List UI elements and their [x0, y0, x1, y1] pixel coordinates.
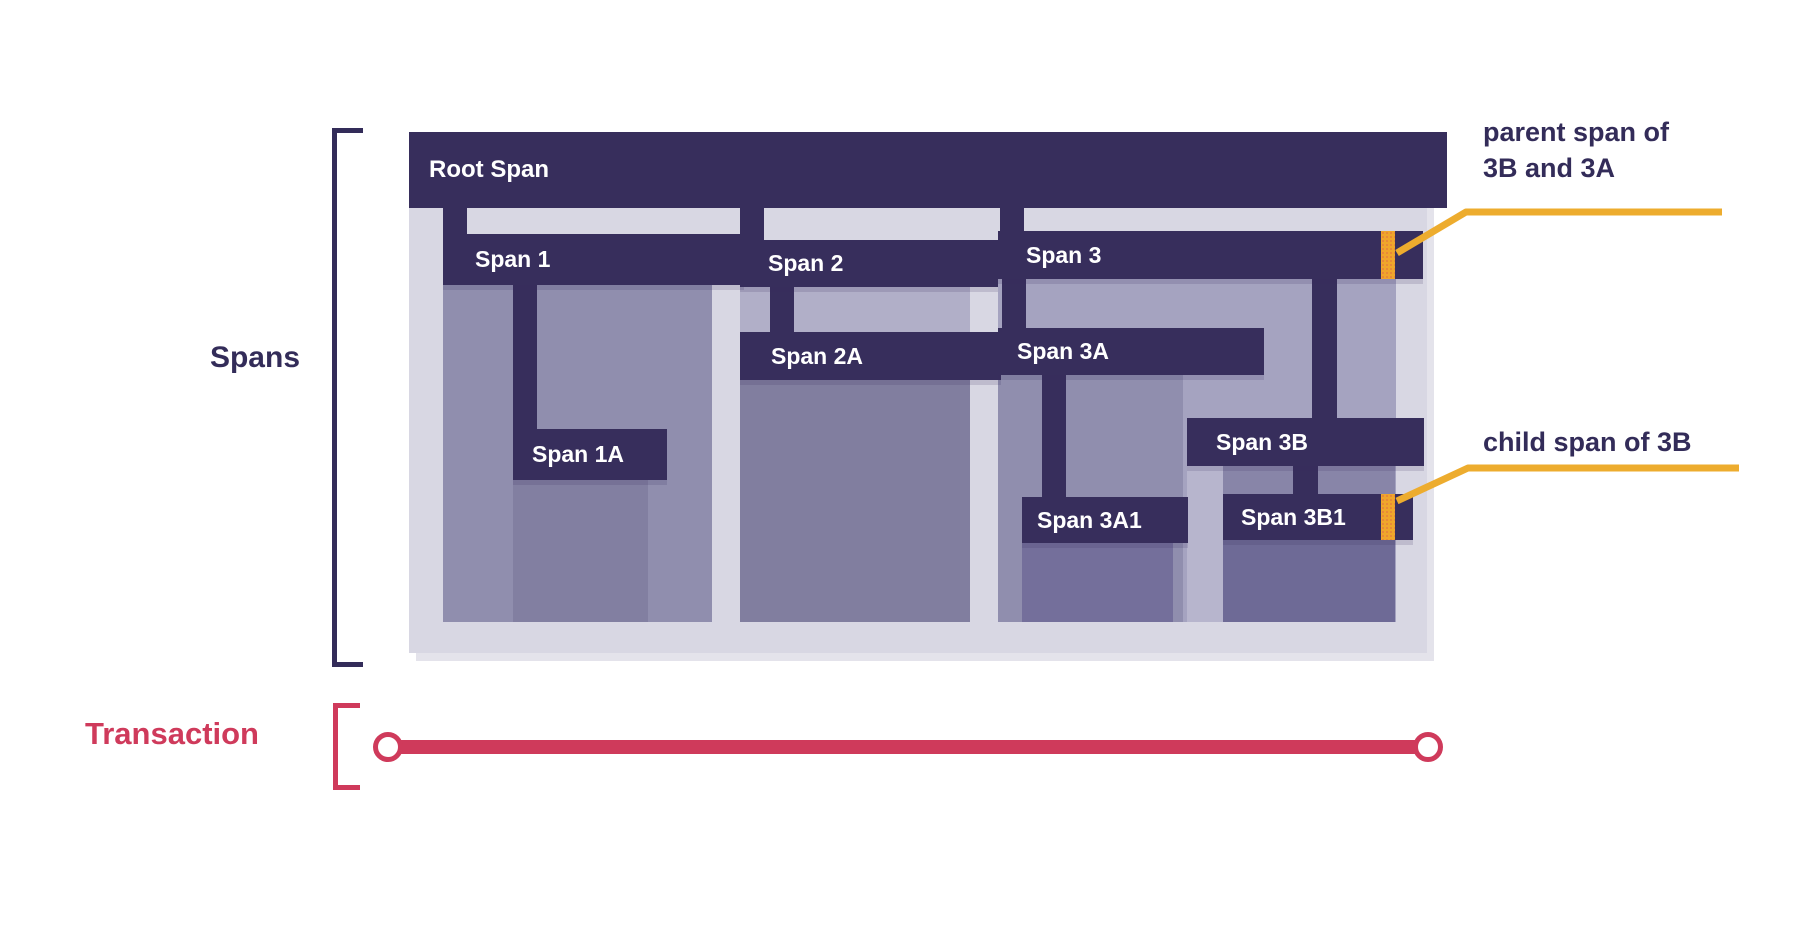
- leader-line-child: [1395, 464, 1739, 505]
- parent-span-highlight-marker: [1381, 231, 1395, 279]
- connector-span1-to-span1a: [513, 285, 537, 431]
- root-span-bar: Root Span: [409, 132, 1447, 208]
- transaction-bracket: [333, 703, 360, 790]
- leader-line-parent: [1395, 208, 1722, 257]
- annotation-child-text: child span of 3B: [1483, 427, 1692, 457]
- connector-root-to-span1: [443, 208, 467, 236]
- span3a-bar: Span 3A: [998, 328, 1264, 375]
- connector-span3b-to-span3b1: [1293, 466, 1318, 496]
- connector-span2-to-span2a: [770, 287, 794, 334]
- span2a-duration-block: [740, 380, 970, 622]
- span1-bar: Span 1: [443, 234, 744, 285]
- span1a-bar: Span 1A: [513, 429, 667, 480]
- span1a-duration-block: [513, 480, 648, 622]
- span3a1-label: Span 3A1: [1037, 506, 1142, 533]
- annotation-parent-line2: 3B and 3A: [1483, 153, 1616, 183]
- span3b-bar: Span 3B: [1187, 418, 1424, 466]
- connector-root-to-span2: [740, 208, 764, 242]
- connector-span3-to-span3b: [1312, 279, 1337, 420]
- spans-bracket: [332, 128, 363, 667]
- span3a1-duration-block: [1022, 543, 1173, 622]
- span3a-label: Span 3A: [1017, 338, 1110, 364]
- span3b-duration-block: [1187, 466, 1223, 622]
- span3b-label: Span 3B: [1216, 428, 1309, 455]
- connector-span3-to-span3a: [1002, 279, 1026, 330]
- span3-label: Span 3: [1026, 241, 1102, 268]
- span2a-bar: Span 2A: [740, 332, 1001, 380]
- annotation-parent-span: parent span of 3B and 3A: [1483, 114, 1669, 186]
- annotation-child-span: child span of 3B: [1483, 424, 1692, 460]
- span1-label: Span 1: [475, 246, 551, 272]
- root-span-label: Root Span: [429, 156, 549, 183]
- connector-root-to-span3: [1000, 208, 1024, 233]
- annotation-parent-line1: parent span of: [1483, 117, 1670, 147]
- span2-label: Span 2: [768, 250, 844, 276]
- transaction-end-circle: [1413, 732, 1443, 762]
- child-span-highlight-marker: [1381, 494, 1395, 540]
- span3b1-duration-block: [1223, 540, 1395, 622]
- connector-span3a-to-span3a1: [1042, 375, 1066, 499]
- transaction-start-circle: [373, 732, 403, 762]
- transaction-timeline-line: [400, 740, 1415, 754]
- span2a-label: Span 2A: [771, 342, 864, 369]
- span3-bar: Span 3: [998, 231, 1423, 279]
- span3a1-bar: Span 3A1: [1022, 497, 1188, 543]
- transaction-label: Transaction: [85, 716, 259, 751]
- span3b1-label: Span 3B1: [1241, 503, 1346, 530]
- span1a-label: Span 1A: [532, 441, 625, 467]
- span2-bar: Span 2: [740, 240, 998, 287]
- spans-label: Spans: [209, 341, 300, 374]
